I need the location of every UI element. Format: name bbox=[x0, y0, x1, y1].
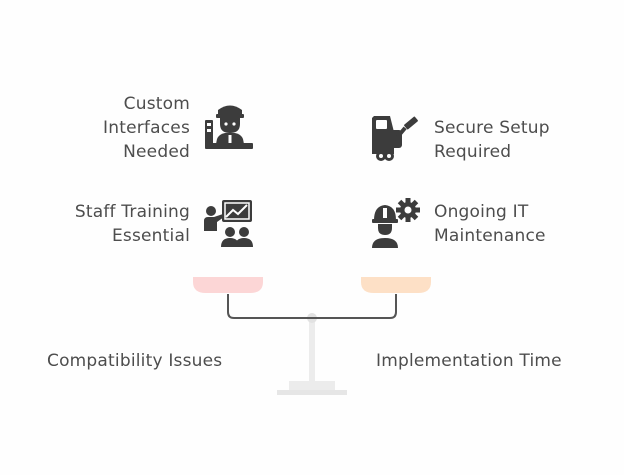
right-item-1-label: Secure Setup Required bbox=[434, 116, 550, 164]
right-item-2-line-1: Ongoing IT bbox=[434, 202, 529, 222]
left-item-1-line-1: Custom bbox=[123, 94, 190, 114]
left-item-1-line-3: Needed bbox=[123, 142, 190, 162]
left-item-2-line-1: Staff Training bbox=[74, 202, 190, 222]
right-side-title: Implementation Time bbox=[376, 351, 562, 371]
scale-beam bbox=[227, 294, 397, 319]
right-item-1-line-2: Required bbox=[434, 142, 512, 162]
scale-base-top bbox=[289, 381, 335, 390]
left-item-1-line-2: Interfaces bbox=[103, 118, 190, 138]
left-side-title: Compatibility Issues bbox=[47, 351, 223, 371]
left-item-2-line-2: Essential bbox=[111, 226, 190, 246]
right-item-2-label: Ongoing IT Maintenance bbox=[434, 200, 546, 248]
engineer-gear-icon bbox=[372, 198, 420, 248]
vehicle-repair-icon bbox=[372, 116, 418, 161]
scale-base bbox=[277, 390, 347, 395]
right-pan bbox=[361, 277, 431, 293]
left-item-2-label: Staff Training Essential bbox=[75, 200, 190, 248]
left-item-1-label: Custom Interfaces Needed bbox=[103, 92, 190, 164]
worker-at-computer-icon bbox=[205, 105, 253, 149]
right-item-1-line-1: Secure Setup bbox=[434, 118, 550, 138]
right-item-2-line-2: Maintenance bbox=[434, 226, 546, 246]
presentation-audience-icon bbox=[204, 200, 253, 247]
scale-pillar bbox=[309, 318, 315, 382]
left-pan bbox=[193, 277, 263, 293]
